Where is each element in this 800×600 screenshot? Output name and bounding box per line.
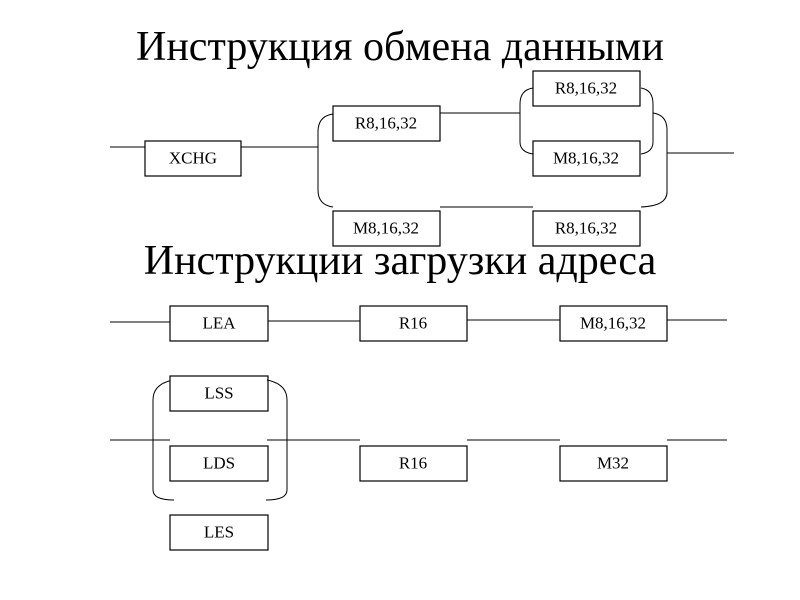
box-upper-r (332, 105, 441, 142)
box-lea (169, 305, 269, 342)
box-upper-alt-r (532, 70, 641, 107)
right-bracket (265, 379, 288, 501)
title-exchange: Инструкция обмена данными (136, 24, 664, 70)
label-upper-alt-m: M8,16,32 (553, 149, 619, 168)
label-lea: LEA (202, 314, 236, 333)
box-lea-r16 (359, 305, 468, 342)
box-lower-m (332, 210, 441, 247)
label-lds: LDS (203, 454, 235, 473)
label-lea-r16: R16 (399, 314, 427, 333)
left-bracket (152, 379, 175, 501)
lea-diagram: LEA R16 M8,16,32 (110, 305, 727, 342)
xchg-diagram: XCHG R8,16,32 R8,16,32 M8,16,32 M8,16,32… (110, 70, 734, 247)
right-bracket-inner (640, 87, 654, 155)
label-lower-m: M8,16,32 (353, 219, 419, 238)
box-upper-alt-m (532, 140, 641, 177)
right-bracket-outer (640, 112, 668, 208)
box-lea-m (559, 305, 668, 342)
box-les (169, 514, 269, 551)
label-lower-r: R8,16,32 (555, 219, 617, 238)
box-lxs-r16 (359, 445, 468, 482)
box-xchg (144, 140, 242, 177)
label-upper-alt-r: R8,16,32 (555, 79, 617, 98)
label-les: LES (204, 523, 234, 542)
box-lxs-m32 (559, 445, 668, 482)
label-lxs-r16: R16 (399, 454, 427, 473)
left-bracket-inner (519, 87, 534, 155)
label-lea-m: M8,16,32 (580, 314, 646, 333)
label-lss: LSS (204, 384, 233, 403)
label-xchg: XCHG (169, 149, 217, 168)
box-lower-r (532, 210, 641, 247)
label-upper-r: R8,16,32 (355, 114, 417, 133)
lxs-diagram: LSS LDS LES R16 M32 (110, 375, 727, 551)
left-bracket-outer (317, 113, 334, 208)
label-lxs-m32: M32 (597, 454, 629, 473)
box-lss (169, 375, 269, 412)
box-lds (169, 445, 269, 482)
